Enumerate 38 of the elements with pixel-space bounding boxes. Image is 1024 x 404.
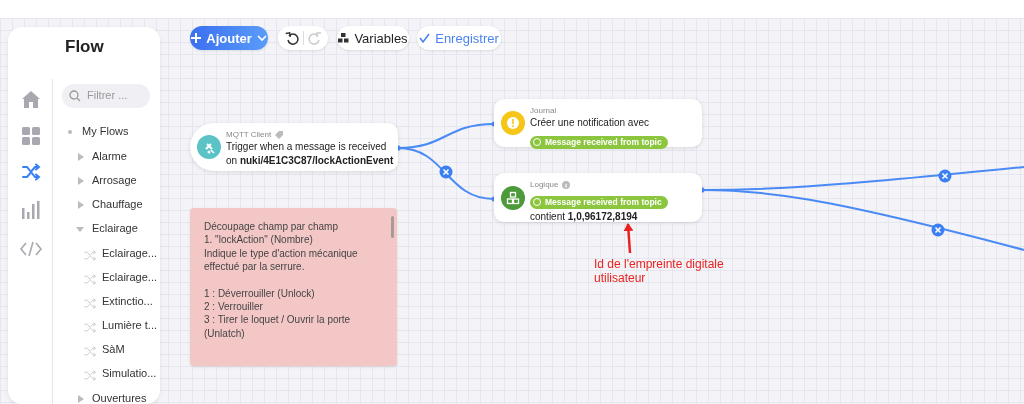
- annotation-text: Id de l'empreinte digitale utilisateur: [594, 257, 744, 285]
- flow-card: [494, 173, 702, 222]
- note-text: 1 : Déverrouiller (Unlock): [204, 286, 316, 301]
- variables-button: Variables: [337, 26, 409, 50]
- card-category: Journal: [530, 106, 557, 115]
- card-category: MQTT Client: [226, 130, 272, 139]
- tree-item: Eclairage...: [102, 271, 158, 283]
- tree-item: Chauffage: [92, 198, 143, 210]
- annotation-arrow: [623, 223, 634, 254]
- tree-item: SàM: [102, 343, 125, 355]
- add-button: Ajouter: [190, 26, 268, 50]
- card-category: Logique: [530, 180, 559, 189]
- note-text: Découpage champ par champ: [204, 220, 339, 234]
- tree-item: My Flows: [82, 125, 129, 137]
- note-text: Indique le type d'action mécanique effectué par la serrure.: [204, 246, 359, 274]
- tree-item: Eclairage: [92, 222, 138, 234]
- tree-item: Arrosage: [92, 174, 137, 186]
- card-text: contient 1,0,96172,8194: [530, 210, 639, 224]
- token-tag: Message received from topic: [530, 196, 668, 209]
- flow-card: [494, 99, 702, 147]
- note-text: 3 : Tirer le loquet / Ouvrir la porte (Unlatch): [204, 313, 352, 341]
- tree-item: Lumière t...: [102, 319, 158, 331]
- note-card: [190, 208, 397, 366]
- tree-item: Eclairage...: [102, 247, 158, 259]
- tree-item: Simulatio...: [102, 367, 157, 379]
- card-text: Créer une notification avec: [530, 116, 650, 130]
- save-button: Enregistrer: [417, 26, 501, 50]
- connector-line: [699, 187, 1024, 251]
- token-tag: Message received from topic: [530, 136, 668, 149]
- tree-item: Alarme: [92, 150, 127, 162]
- note-text: 2 : Verrouiller: [204, 300, 264, 314]
- flow-card: [190, 123, 398, 171]
- card-text: Trigger when a message is received on nuki/4E1C3C87/lockActionEvent: [226, 140, 394, 168]
- note-text: 1. "lockAction" (Nombre): [204, 233, 314, 247]
- tree-item: Ouvertures: [92, 392, 147, 404]
- panel-title: Flow: [65, 37, 104, 57]
- placeholder-text: Filtrer ...: [87, 89, 128, 101]
- tree-item: Extinctio...: [102, 295, 153, 307]
